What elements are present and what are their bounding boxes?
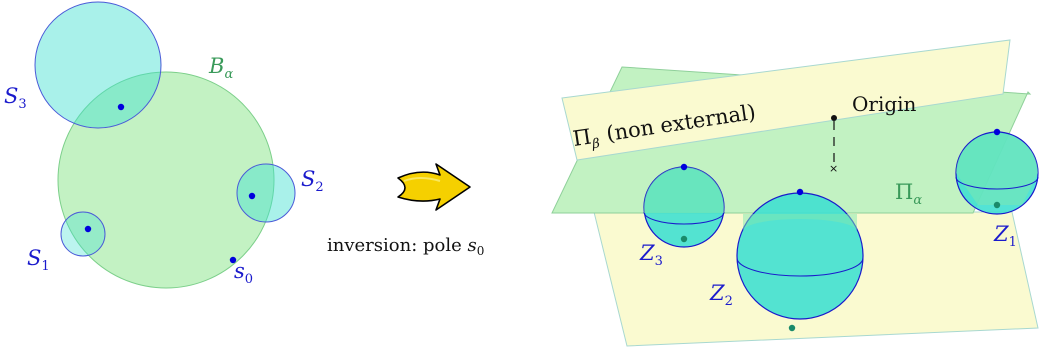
circle-B-alpha [57,71,275,289]
label-B-alpha: Bα [208,54,233,82]
point-S2-center [248,192,256,200]
label-Z2: Z2 [709,281,733,309]
point-Z3-top [680,163,688,171]
label-s0: s0 [234,259,253,287]
sphere-Z2 [736,188,864,332]
label-origin: Origin [852,92,917,116]
point-Z3-inner [680,235,688,243]
inversion-arrow [397,163,471,211]
right-figure: Πβ(non external) × Origin [551,39,1039,347]
circle-S2 [236,163,296,223]
plane-pi-beta-upper [561,39,1011,161]
label-pi-beta: Πβ(non external) [571,100,758,155]
label-Z1: Z1 [993,222,1017,250]
sphere-Z1 [955,128,1039,215]
point-Z2-inner [788,324,796,332]
label-S1: S1 [27,246,50,274]
point-origin [831,115,837,121]
point-S1-center [84,225,92,233]
point-pole-s0 [229,256,237,264]
point-Z2-top [796,188,804,196]
circle-S1 [60,211,106,257]
label-pi-alpha: Πα [895,180,922,208]
point-Z1-top [993,128,1001,136]
label-Z3: Z3 [639,241,663,269]
origin-projection-mark: × [829,162,838,175]
left-figure: Bα S3 S2 S1 s0 [4,1,324,289]
label-S3: S3 [4,84,27,112]
label-S2: S2 [301,167,324,195]
sphere-Z3 [643,163,725,248]
circle-S3 [34,1,162,129]
point-S3-center [117,103,125,111]
point-Z1-inner [993,201,1001,209]
inversion-caption: inversion: pole s0 [327,235,484,258]
